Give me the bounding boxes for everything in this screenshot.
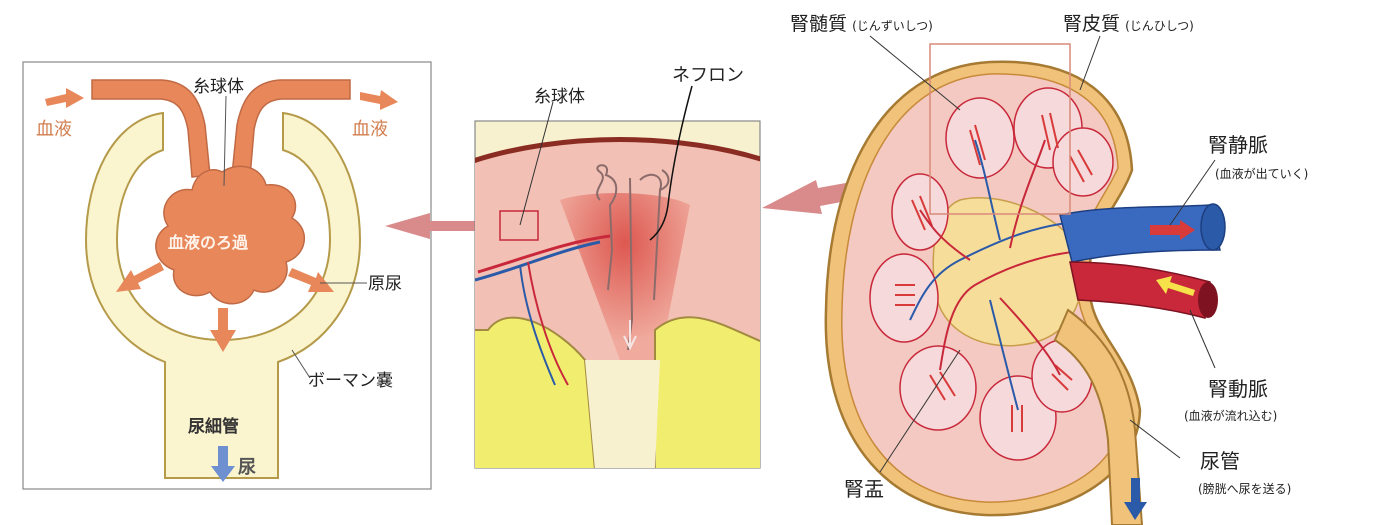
middle-panel: 糸球体 ネフロン (470, 65, 770, 470)
cortex-label: 腎皮質 (じんひしつ) (1063, 13, 1194, 35)
cortex-reading: (じんひしつ) (1125, 19, 1194, 33)
bowman-label: ボーマン嚢 (308, 371, 393, 391)
pyramid (870, 254, 938, 342)
medulla-label: 腎髄質 (じんずいしつ) (790, 13, 933, 35)
cortex-name: 腎皮質 (1063, 13, 1120, 35)
papilla-right (655, 317, 770, 470)
kidney: 腎髄質 (じんずいしつ) 腎皮質 (じんひしつ) 腎静脈 (血液が出ていく) 腎… (790, 13, 1308, 525)
renal-artery-opening (1198, 282, 1218, 318)
renal-vein-label: 腎静脈 (1208, 133, 1268, 157)
ureter-label: 尿管 (1200, 449, 1240, 473)
urine-label: 尿 (238, 457, 256, 478)
left-panel: 糸球体 血液 血液 血液のろ過 原尿 ボーマン嚢 尿細管 尿 (23, 62, 431, 489)
blood-in-label: 血液 (36, 119, 72, 140)
renal-vein-note: (血液が出ていく) (1215, 166, 1308, 181)
medulla-reading: (じんずいしつ) (852, 19, 933, 33)
renal-artery-note: (血液が流れ込む) (1184, 408, 1277, 423)
primary-urine-label: 原尿 (368, 274, 402, 294)
renal-vein (1060, 205, 1220, 262)
medulla-name: 腎髄質 (790, 13, 847, 35)
filtration-label: 血液のろ過 (168, 233, 249, 252)
cortex-between (585, 360, 660, 470)
ureter-note: (膀胱へ尿を送る) (1198, 481, 1291, 496)
glomerulus-label-middle: 糸球体 (534, 87, 585, 107)
glomerulus-label-left: 糸球体 (193, 77, 244, 97)
renal-artery-label: 腎動脈 (1208, 377, 1268, 401)
tubule-label: 尿細管 (188, 416, 239, 437)
blood-out-label: 血液 (352, 119, 388, 140)
renal-vein-opening (1201, 204, 1225, 250)
pelvis-label: 腎盂 (844, 477, 884, 501)
pyramid (892, 174, 948, 250)
pyramid (946, 98, 1014, 178)
pyramid (1053, 128, 1113, 196)
nephron-label: ネフロン (672, 65, 744, 86)
